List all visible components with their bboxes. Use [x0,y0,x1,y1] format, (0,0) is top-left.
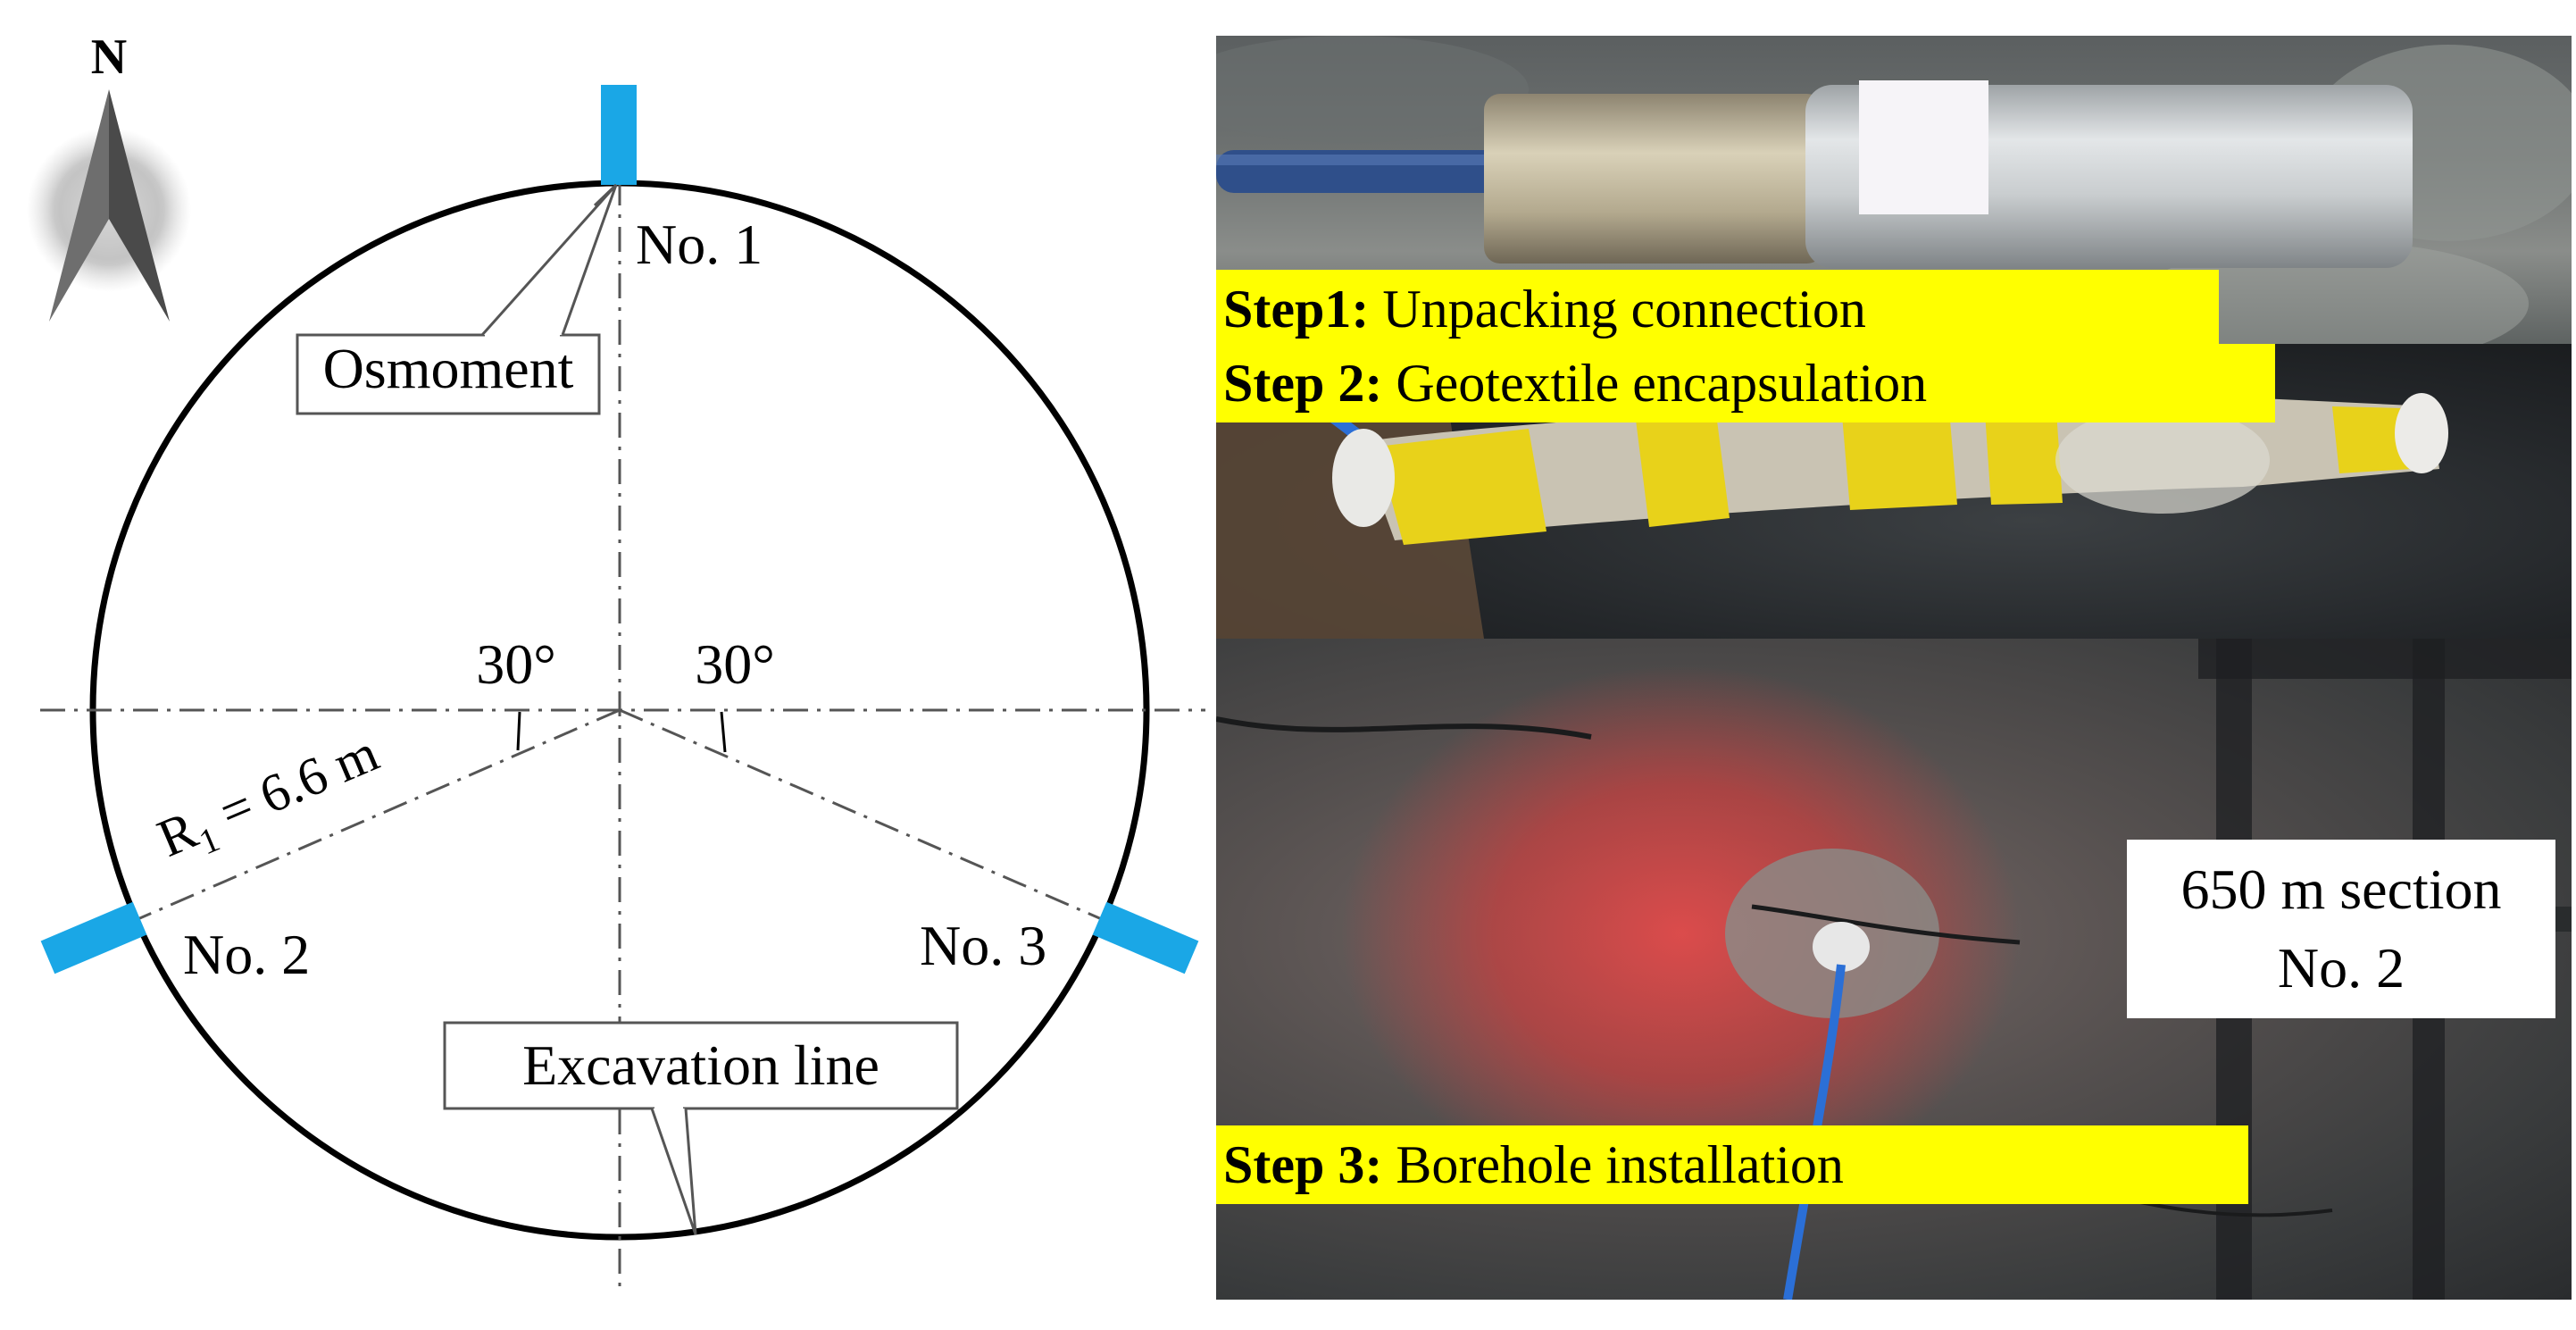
sensor-marker-no1 [601,85,637,185]
point-label-no3: No. 3 [920,914,1046,977]
osmometer-device-illustration [1216,36,2572,344]
section-line2: No. 2 [2277,936,2405,1000]
step3-label: Step 3: Borehole installation [1216,1125,2248,1204]
north-arrow-icon [27,89,191,322]
callout-osmometer [296,183,618,415]
sensor-marker-no2 [40,901,147,974]
radial-line-left [135,708,621,922]
step1-label-bold: Step1: [1223,280,1370,339]
radius-label: R1 = 6.6 m [149,723,390,876]
step3-label-text: Borehole installation [1382,1135,1844,1194]
callout-osmometer-text: Osmoment [323,337,574,400]
point-label-no2: No. 2 [183,923,310,986]
step2-label: Step 2: Geotextile encapsulation [1216,344,2275,422]
step1-label: Step1: Unpacking connection [1216,270,2219,344]
step1-label-text: Unpacking connection [1369,280,1866,339]
borehole-wall-illustration [1216,639,2572,1300]
step3-label-bold: Step 3: [1223,1135,1383,1194]
callout-excavation-text: Excavation line [522,1033,880,1097]
photo-step1-unpacking: Step1: Unpacking connection [1216,36,2572,344]
section-line1: 650 m section [2180,857,2502,921]
point-label-no1: No. 1 [636,213,763,276]
photo-step3-borehole: 650 m section No. 2 Step 3: Borehole ins… [1216,639,2572,1300]
section-info-box: 650 m section No. 2 [2127,840,2555,1018]
angle-tick-left [516,711,521,751]
callout-excavation-line [443,1021,959,1235]
step2-label-text: Geotextile encapsulation [1382,354,1928,413]
radial-line-right [619,708,1105,922]
angle-tick-right [720,711,727,753]
sensor-marker-no3 [1092,901,1199,974]
north-label: N [91,29,127,85]
step2-label-bold: Step 2: [1223,354,1383,413]
radius-label-value: = 6.6 m [199,723,387,847]
angle-label-left: 30° [476,632,556,696]
photo-step2-geotextile: Step 2: Geotextile encapsulation [1216,344,2572,639]
angle-label-right: 30° [695,632,775,696]
tunnel-cross-section-diagram: N 30° 30° R1 = 6.6 m No. 1 No. 2 No. 3 O… [27,29,1205,1295]
